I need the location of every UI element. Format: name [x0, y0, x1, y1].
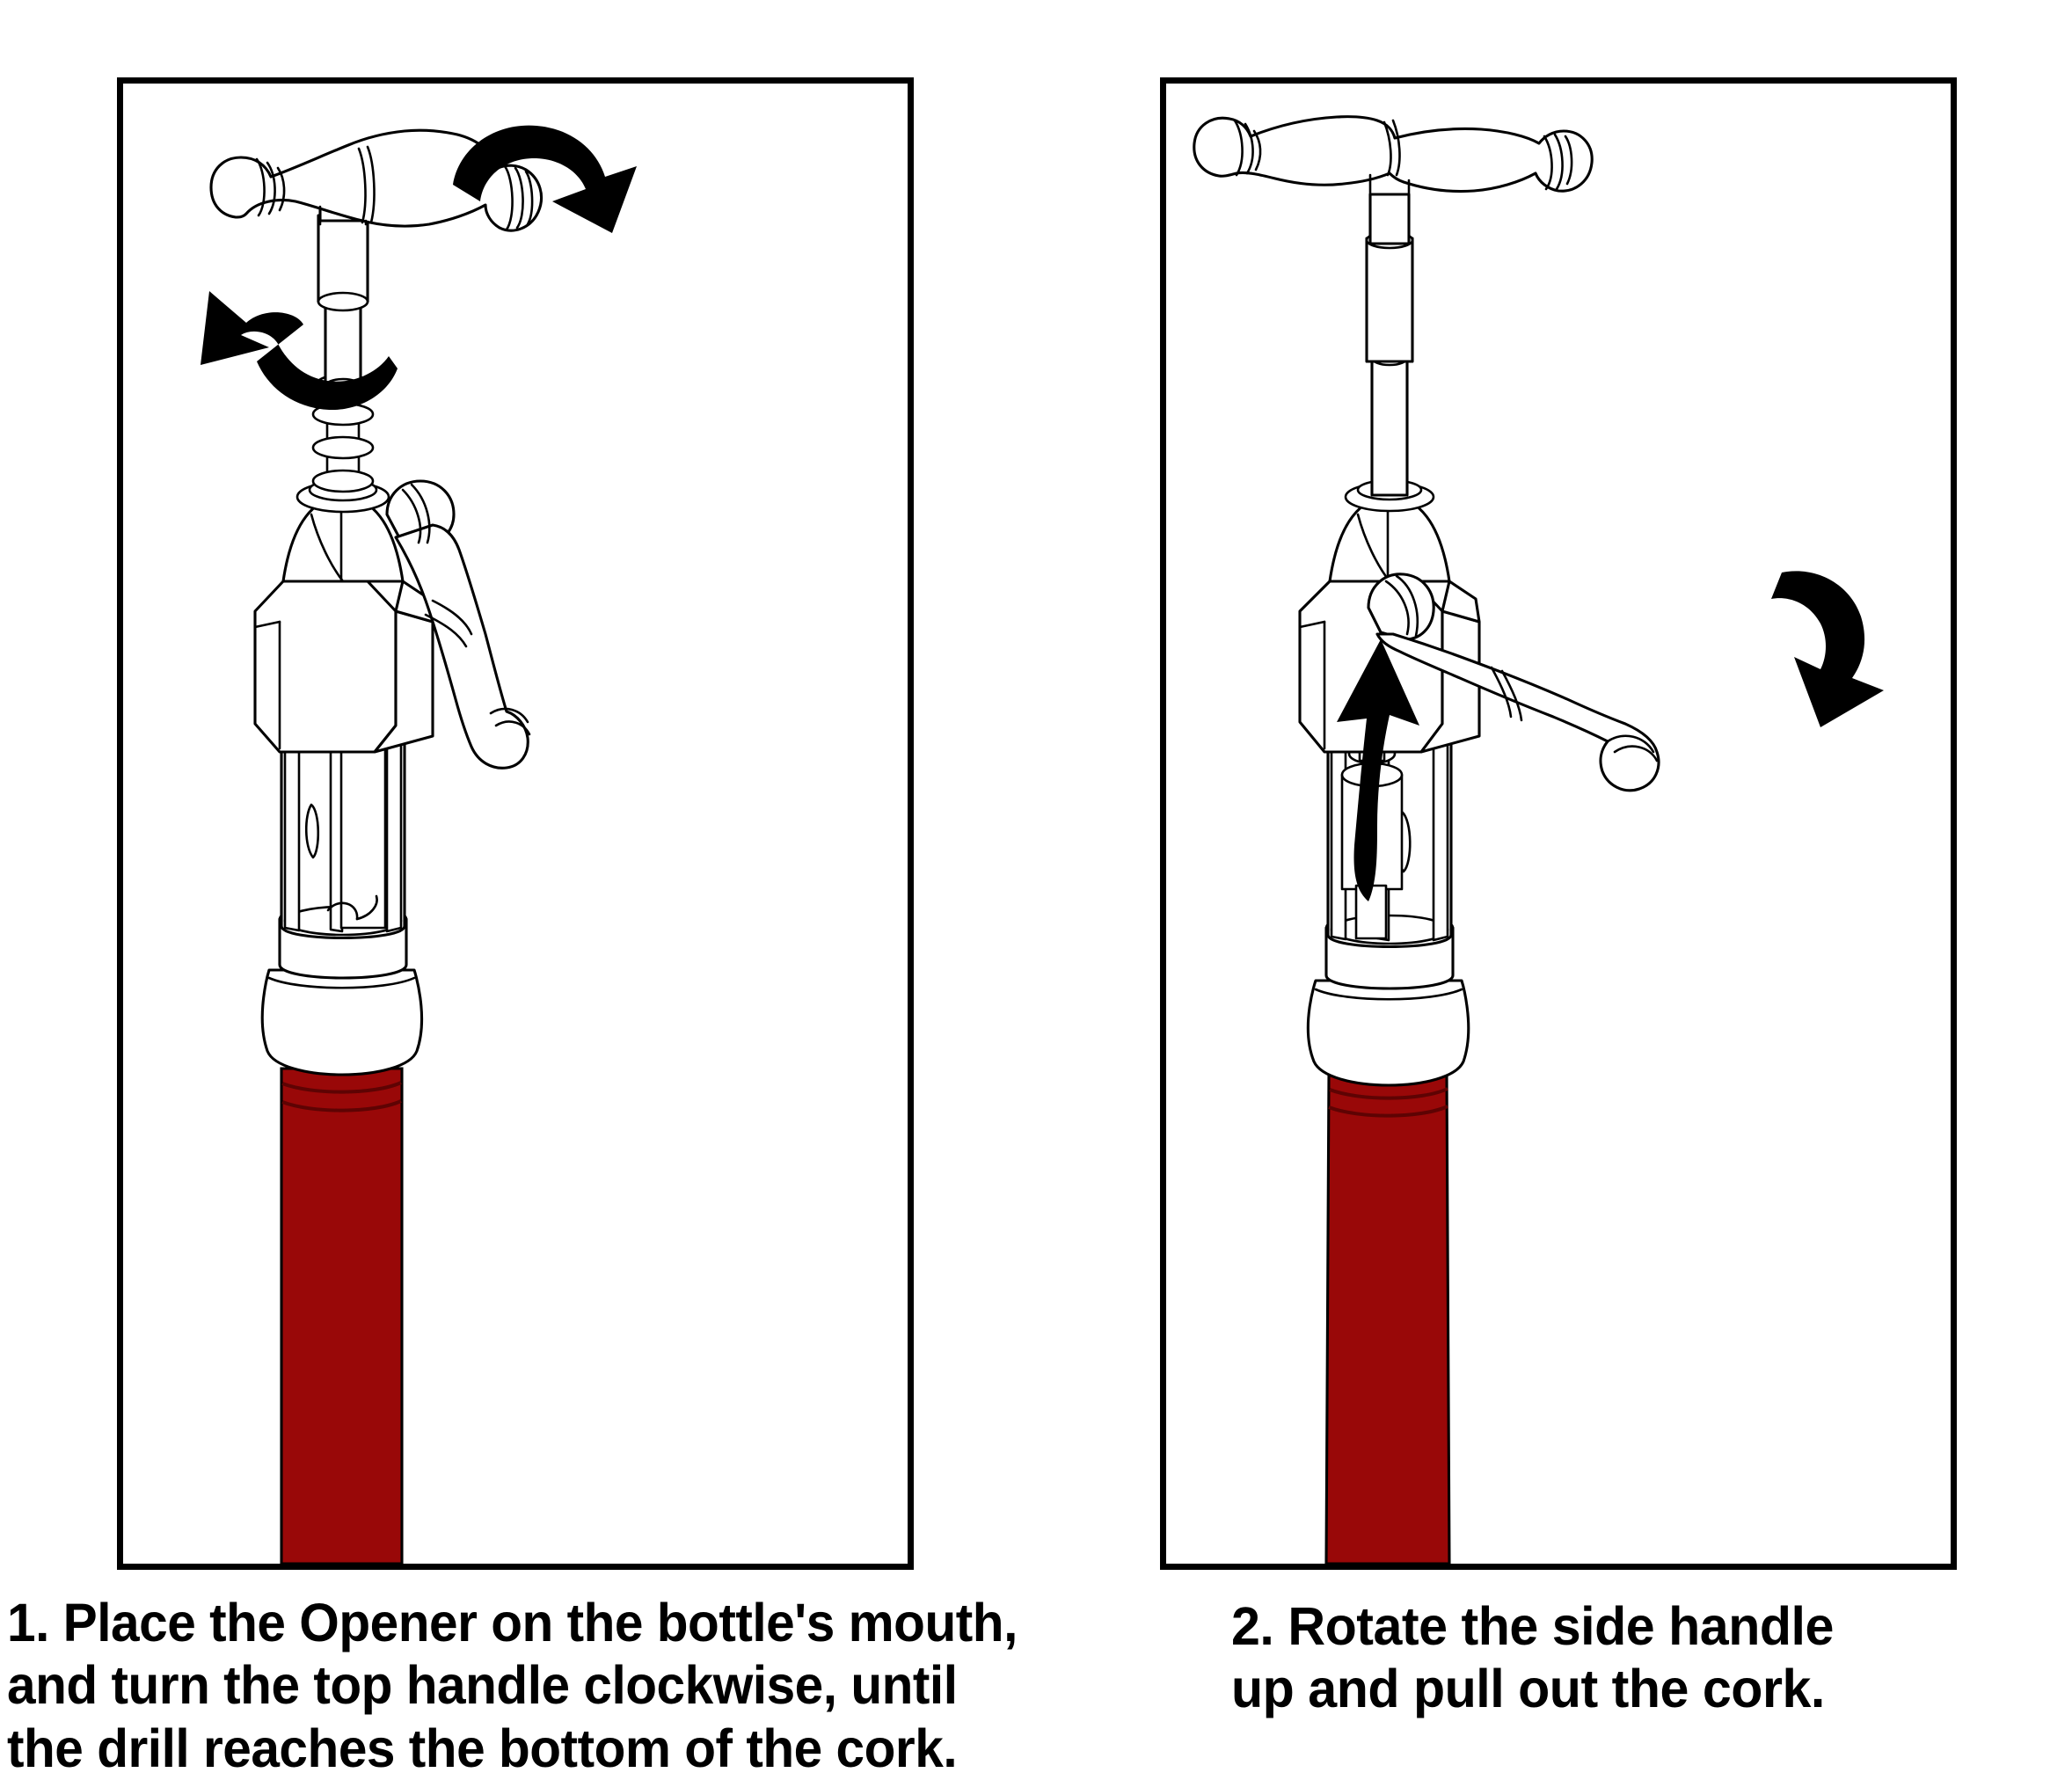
upper-shaft: [1365, 193, 1414, 497]
instruction-panel-2: [1160, 77, 1957, 1570]
caption-row: 1. Place the Opener on the bottle's mout…: [0, 1583, 2072, 1778]
opener-placed-on-bottle-illustration: [201, 125, 637, 1564]
cork-up-arrow: [1337, 639, 1419, 901]
caption-panel-1: 1. Place the Opener on the bottle's mout…: [7, 1593, 1018, 1778]
instruction-panel-1: [117, 77, 914, 1570]
rotate-arrow-lower-left: [201, 291, 398, 411]
handle-down-arrow: [1771, 571, 1884, 727]
side-handle: [385, 479, 531, 770]
side-handle: [1367, 573, 1660, 792]
collar: [260, 968, 424, 1076]
side-handle-rotated-cork-extracted-illustration: [1193, 115, 1884, 1564]
rotate-arrow-upper-right: [453, 125, 637, 233]
panel-row: [117, 77, 1957, 1570]
bottle-neck: [280, 1067, 404, 1564]
collar: [1306, 979, 1470, 1087]
top-handle: [1193, 115, 1594, 200]
caption-panel-2: 2. Rotate the side handle up and pull ou…: [1231, 1596, 1834, 1719]
top-handle: [209, 128, 543, 232]
bottle-neck: [1324, 1072, 1451, 1564]
